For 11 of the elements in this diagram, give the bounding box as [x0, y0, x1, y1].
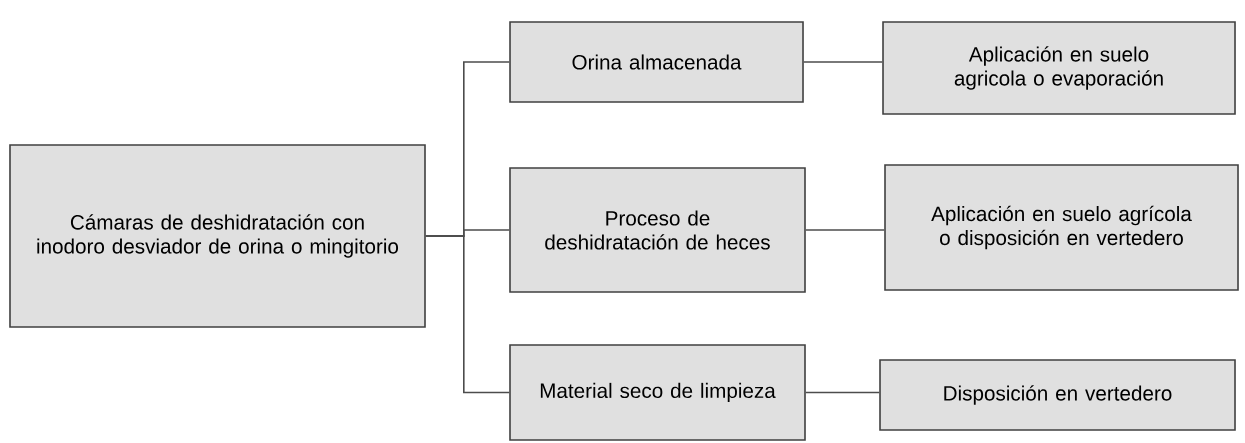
connector-line [425, 235, 510, 394]
process-box: Material seco de limpieza [509, 344, 806, 441]
process-box: Proceso de deshidratación de heces [509, 167, 806, 293]
process-box: Cámaras de deshidratación con inodoro desviador de orina o mingitorio [9, 144, 426, 328]
connector-line [805, 391, 880, 394]
connector-line [805, 229, 885, 231]
process-box: Aplicación en suelo agricola o evaporación [882, 21, 1236, 115]
process-box: Orina almacenada [509, 21, 804, 103]
connector-line [803, 61, 883, 63]
process-box: Disposición en vertedero [879, 359, 1236, 431]
process-box: Aplicación en suelo agrícola o disposición en vertedero [884, 164, 1239, 291]
